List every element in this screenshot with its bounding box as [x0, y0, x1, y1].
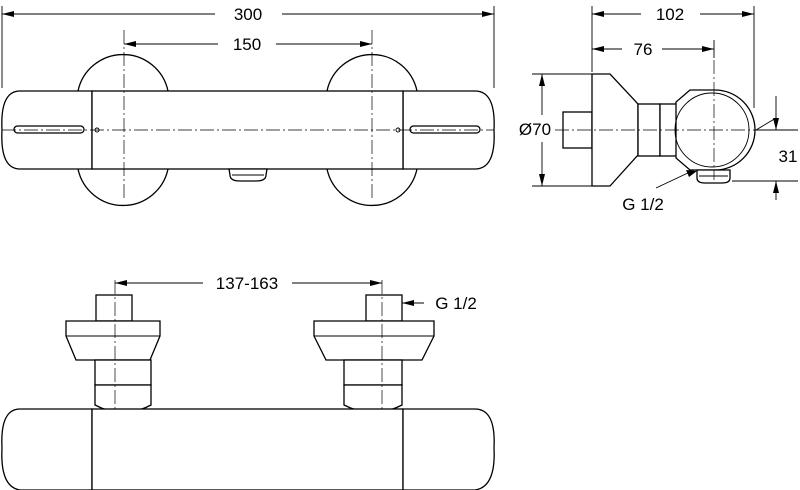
dim-total-depth: 102	[656, 5, 684, 24]
bottom-mixer-body	[91, 408, 404, 490]
dim-outlet-height: 31	[779, 147, 798, 166]
left-rosette-top	[65, 320, 161, 361]
right-inlet-thread	[365, 294, 403, 322]
dim-diameter: Ø70	[519, 120, 551, 139]
front-view: 300 150	[1, 5, 495, 207]
left-rosette	[77, 53, 169, 207]
right-rosette-top	[313, 320, 435, 361]
right-eccentric	[343, 359, 403, 386]
label-outlet-thread: G 1/2	[622, 195, 664, 214]
outlet-nut	[696, 169, 731, 184]
dim-connection-range: 137-163	[216, 274, 278, 293]
dim-center-distance: 150	[233, 35, 261, 54]
bottom-right-handle	[402, 408, 495, 490]
dim-body-depth: 76	[634, 40, 653, 59]
label-inlet-thread: G 1/2	[435, 294, 477, 313]
dim-overall-width: 300	[234, 5, 262, 24]
bottom-view: 137-163 G 1/2	[1, 274, 495, 490]
right-handle-marking	[409, 125, 481, 134]
left-inlet-thread	[95, 294, 133, 322]
bottom-left-handle	[1, 408, 93, 490]
left-handle-marking	[13, 125, 85, 134]
left-eccentric	[94, 359, 152, 386]
side-view: 102 76 Ø70 31 G 1/2	[519, 5, 798, 214]
